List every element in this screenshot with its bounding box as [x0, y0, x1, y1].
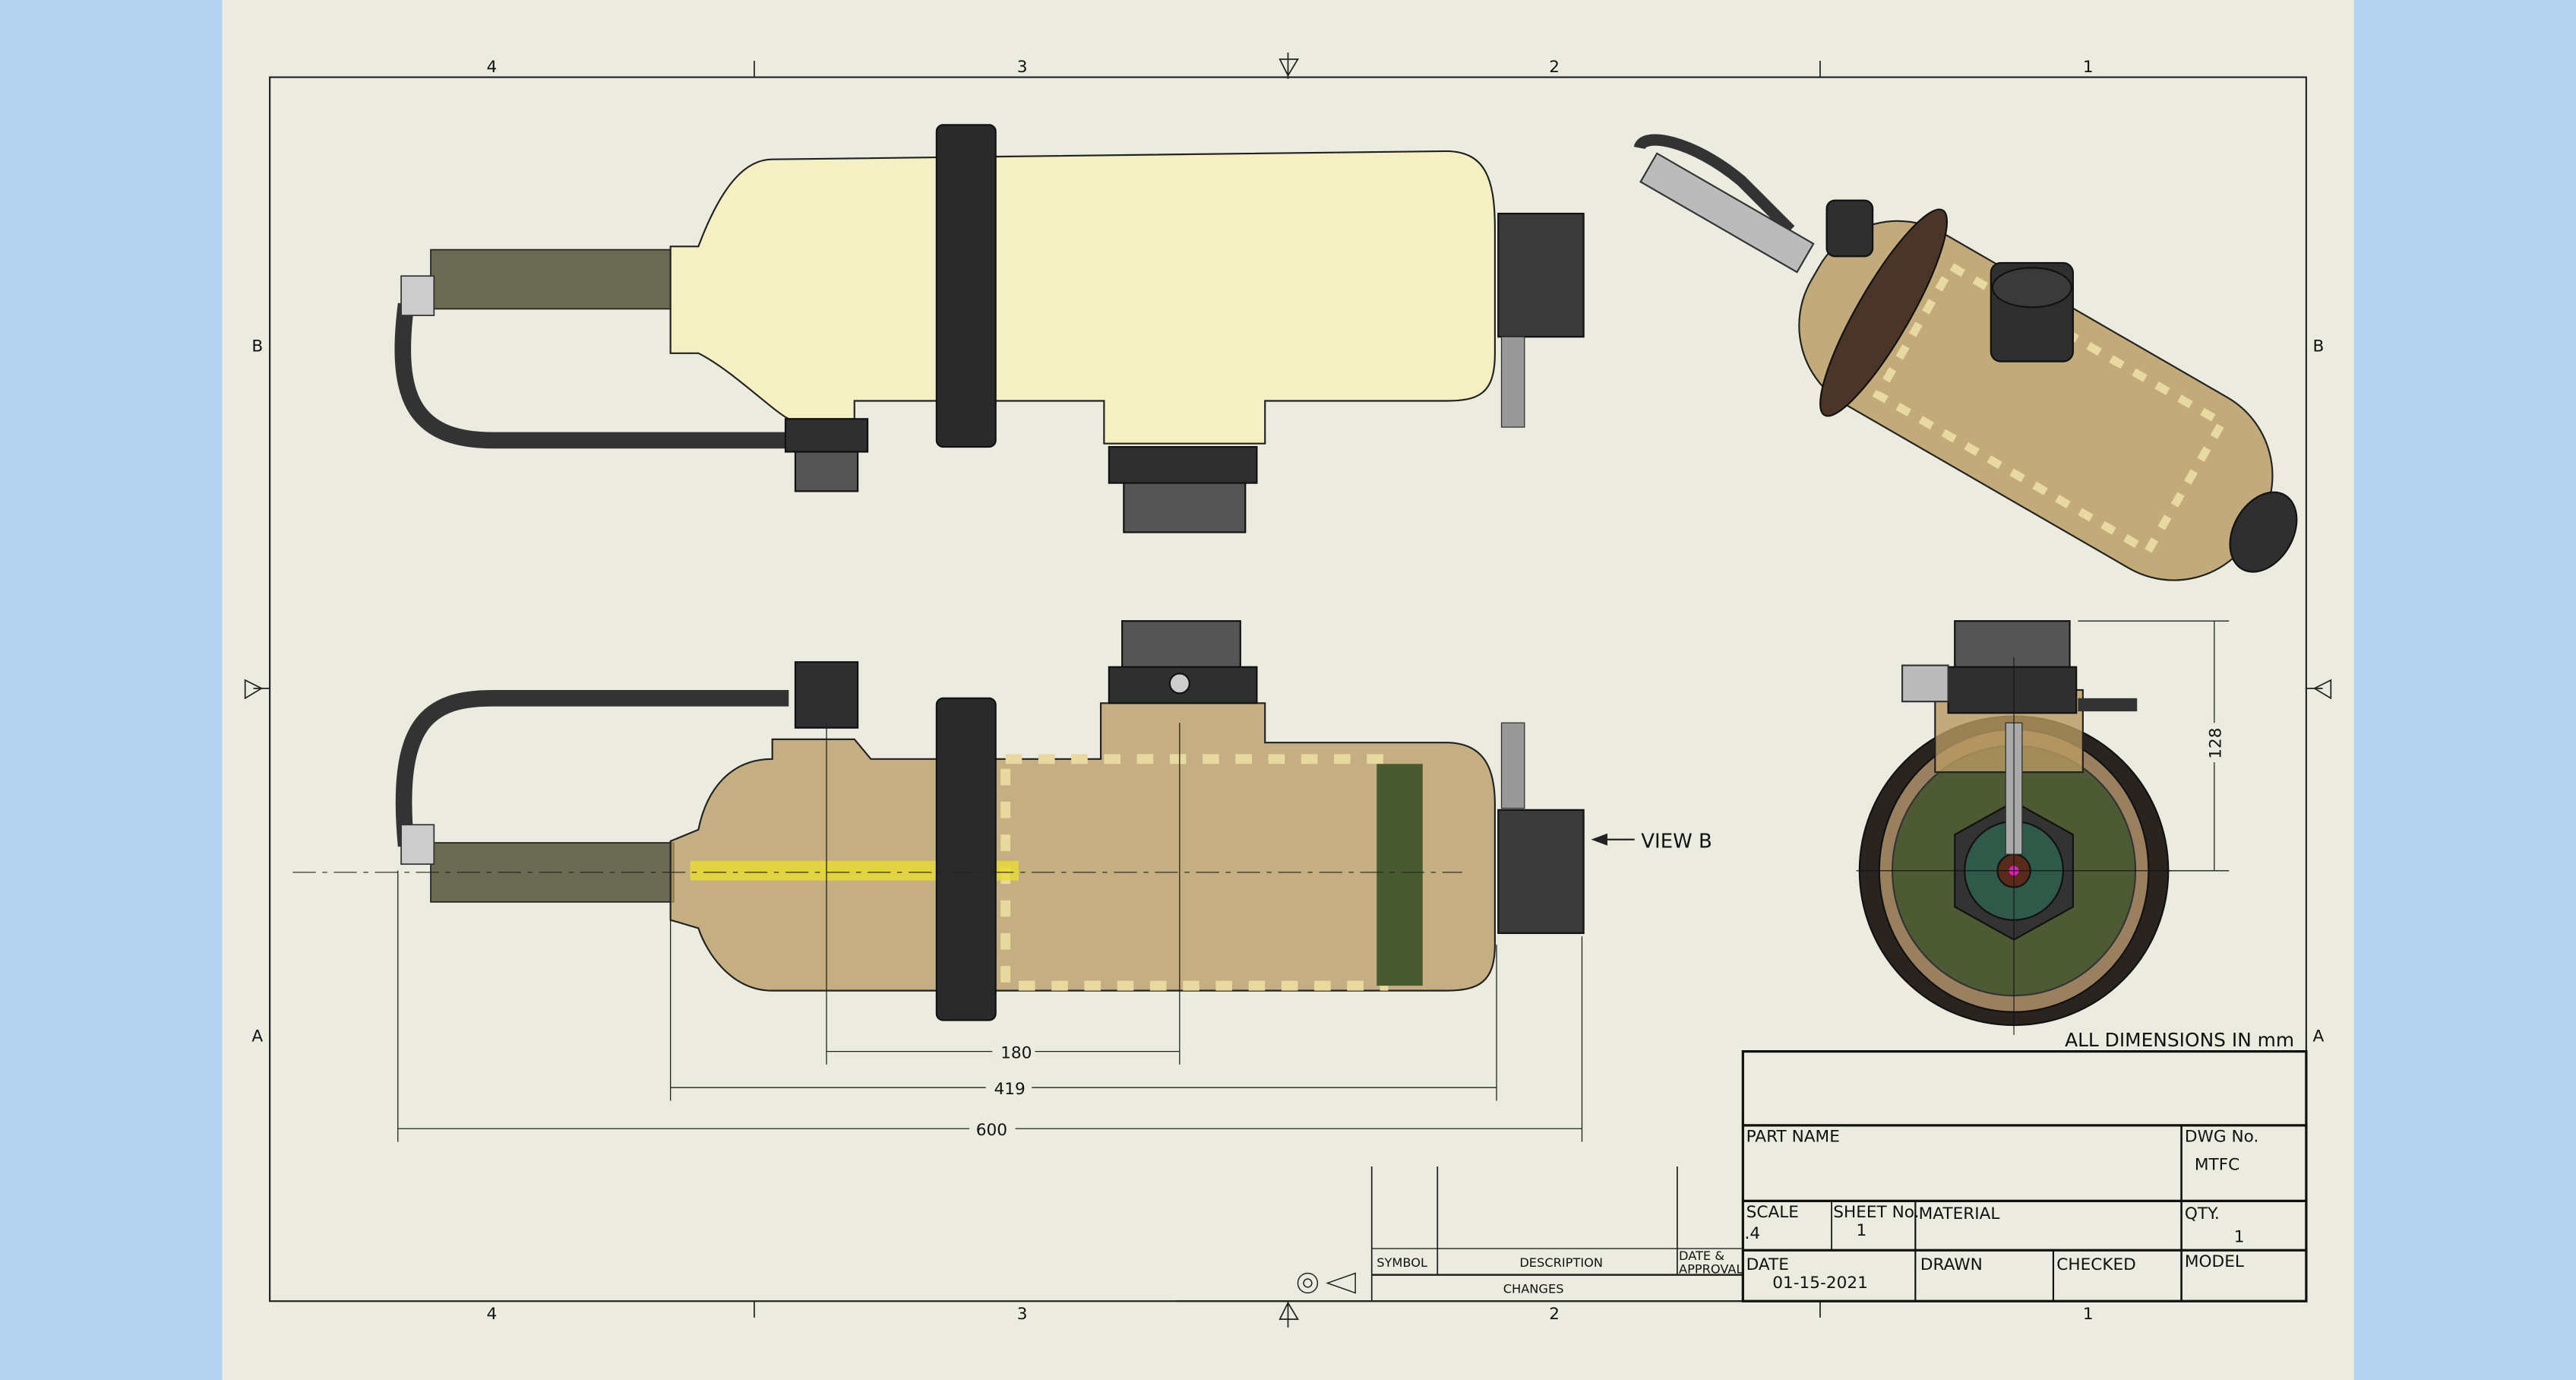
port-thread: [1123, 482, 1247, 533]
outlet-thread: [2229, 491, 2298, 573]
inlet-pipe: [1639, 152, 1815, 274]
view-b-arrow: [1591, 833, 1635, 846]
zone-row-b-right: B: [2313, 337, 2325, 356]
sensor-cap: [1825, 199, 1874, 258]
hose: [395, 690, 789, 847]
rev-date-header-2: APPROVAL: [1679, 1261, 1743, 1276]
sheet-no-label: SHEET No.: [1833, 1203, 1919, 1222]
zone-col-1-top: 1: [2083, 58, 2094, 77]
qty-value: 1: [2234, 1227, 2245, 1246]
inlet-thread: [794, 451, 859, 492]
port-nut: [1108, 445, 1258, 484]
dimension-600: 600: [976, 1121, 1007, 1140]
material-label: MATERIAL: [1919, 1204, 2000, 1223]
side-fitting: [1901, 664, 1949, 703]
filter-end-cap: [1377, 764, 1423, 986]
zone-row-a-right: A: [2313, 1027, 2325, 1046]
rev-symbol-header: SYMBOL: [1377, 1255, 1427, 1270]
part-name-label: PART NAME: [1746, 1128, 1840, 1147]
hose: [1633, 134, 1795, 235]
clamp-ring: [1819, 208, 1949, 417]
zone-row-a-left: A: [251, 1027, 263, 1046]
sensor-fitting: [1168, 673, 1190, 695]
checked-label: CHECKED: [2056, 1255, 2136, 1274]
zone-col-1-bottom: 1: [2083, 1305, 2094, 1324]
inlet-nut: [794, 661, 859, 729]
date-value: 01-15-2021: [1772, 1274, 1868, 1293]
isometric-view: [1633, 134, 2298, 581]
dwg-no-label: DWG No.: [2185, 1128, 2259, 1147]
valve-fitting: [1500, 336, 1525, 428]
title-block: [1741, 1049, 2308, 1302]
hose: [394, 302, 789, 449]
dwg-no-value: MTFC: [2195, 1155, 2239, 1174]
zone-row-b-left: B: [251, 337, 263, 356]
zone-col-3-bottom: 3: [1017, 1305, 1028, 1324]
qty-label: QTY.: [2185, 1204, 2220, 1223]
scale-label: SCALE: [1746, 1203, 1799, 1222]
valve-fitting: [1500, 722, 1525, 809]
revision-block: [1176, 1166, 1743, 1302]
clamp-ring: [935, 124, 997, 448]
rev-description-header: DESCRIPTION: [1519, 1255, 1603, 1270]
zone-col-2-top: 2: [1549, 58, 1560, 77]
outlet-thread: [1497, 809, 1585, 935]
model-label: MODEL: [2185, 1252, 2244, 1271]
dimension-419: 419: [994, 1080, 1026, 1099]
port-nut: [1947, 666, 2078, 714]
front-view: VIEW B: [292, 620, 1712, 1021]
date-label: DATE: [1746, 1255, 1789, 1274]
lever: [2078, 698, 2138, 712]
housing-body-transparent: [669, 702, 1496, 992]
elbow-fitting: [400, 824, 435, 866]
clamp-ring: [935, 697, 997, 1021]
inlet-pipe: [430, 248, 675, 310]
units-note: ALL DIMENSIONS IN mm: [2065, 1029, 2294, 1051]
view-b-label: VIEW B: [1641, 831, 1712, 853]
zone-col-2-bottom: 2: [1549, 1305, 1560, 1324]
port-thread: [1954, 620, 2071, 672]
outlet-thread: [1497, 212, 1585, 338]
elbow-fitting: [400, 275, 435, 316]
filter-cage: [1872, 261, 2228, 557]
scale-value: .4: [1745, 1224, 1761, 1243]
zone-markers: [244, 52, 2332, 1328]
drawn-label: DRAWN: [1920, 1255, 1983, 1274]
end-view-b: [1856, 620, 2172, 1035]
rev-date-header-1: DATE &: [1679, 1249, 1724, 1263]
dimension-128: 128: [2206, 728, 2225, 759]
top-view: [394, 124, 1585, 533]
inlet-nut: [784, 418, 869, 453]
dimension-180: 180: [1000, 1043, 1032, 1062]
zone-col-3-top: 3: [1017, 58, 1028, 77]
zone-col-4-bottom: 4: [486, 1305, 497, 1324]
zone-col-4-top: 4: [486, 58, 497, 77]
rev-changes-label: CHANGES: [1503, 1281, 1564, 1296]
housing-body: [669, 150, 1496, 445]
sheet-no-value: 1: [1857, 1221, 1867, 1240]
port-thread: [1121, 620, 1241, 672]
